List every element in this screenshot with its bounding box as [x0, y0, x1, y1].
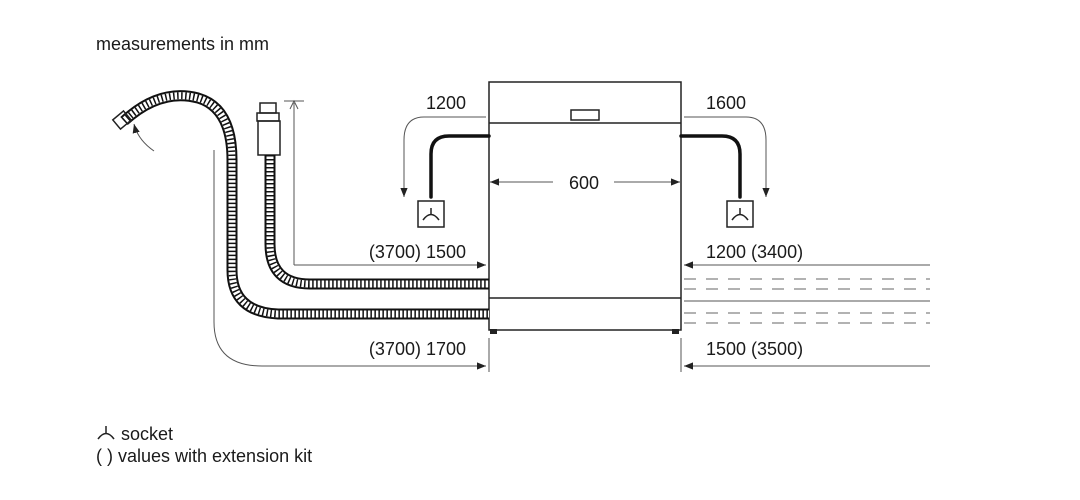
socket-icon-left [417, 200, 445, 228]
inlet-hose-right-label: 1200 (3400) [706, 242, 803, 262]
drain-hose-left-label: (3700) 1700 [369, 339, 466, 359]
legend-socket: socket [96, 423, 173, 445]
cable-left-label: 1200 [426, 93, 466, 113]
dishwasher-outline [488, 81, 682, 334]
cable-right-label: 1600 [706, 93, 746, 113]
drain-hose-left [111, 90, 489, 320]
drain-outlet-arrow [132, 123, 155, 152]
drain-hose-right-label: 1500 (3500) [706, 339, 803, 359]
legend-socket-label: socket [121, 424, 174, 444]
inlet-hose-left-label: (3700) 1500 [369, 242, 466, 262]
inlet-hose-left [256, 102, 489, 290]
power-cable-right [679, 134, 742, 199]
drain-length-arrow-left [213, 150, 486, 370]
legend-extension: ( ) values with extension kit [96, 446, 313, 466]
socket-icon [97, 426, 115, 440]
width-dimension-label: 600 [569, 173, 599, 193]
power-cable-left [429, 134, 491, 199]
cable-reach-arrow-right [684, 116, 770, 197]
socket-icon-right [726, 200, 754, 228]
inlet-height-dimension [284, 99, 304, 265]
right-hose-routes [684, 264, 930, 367]
units-note: measurements in mm [96, 34, 270, 54]
cable-reach-arrow-left [400, 116, 486, 197]
